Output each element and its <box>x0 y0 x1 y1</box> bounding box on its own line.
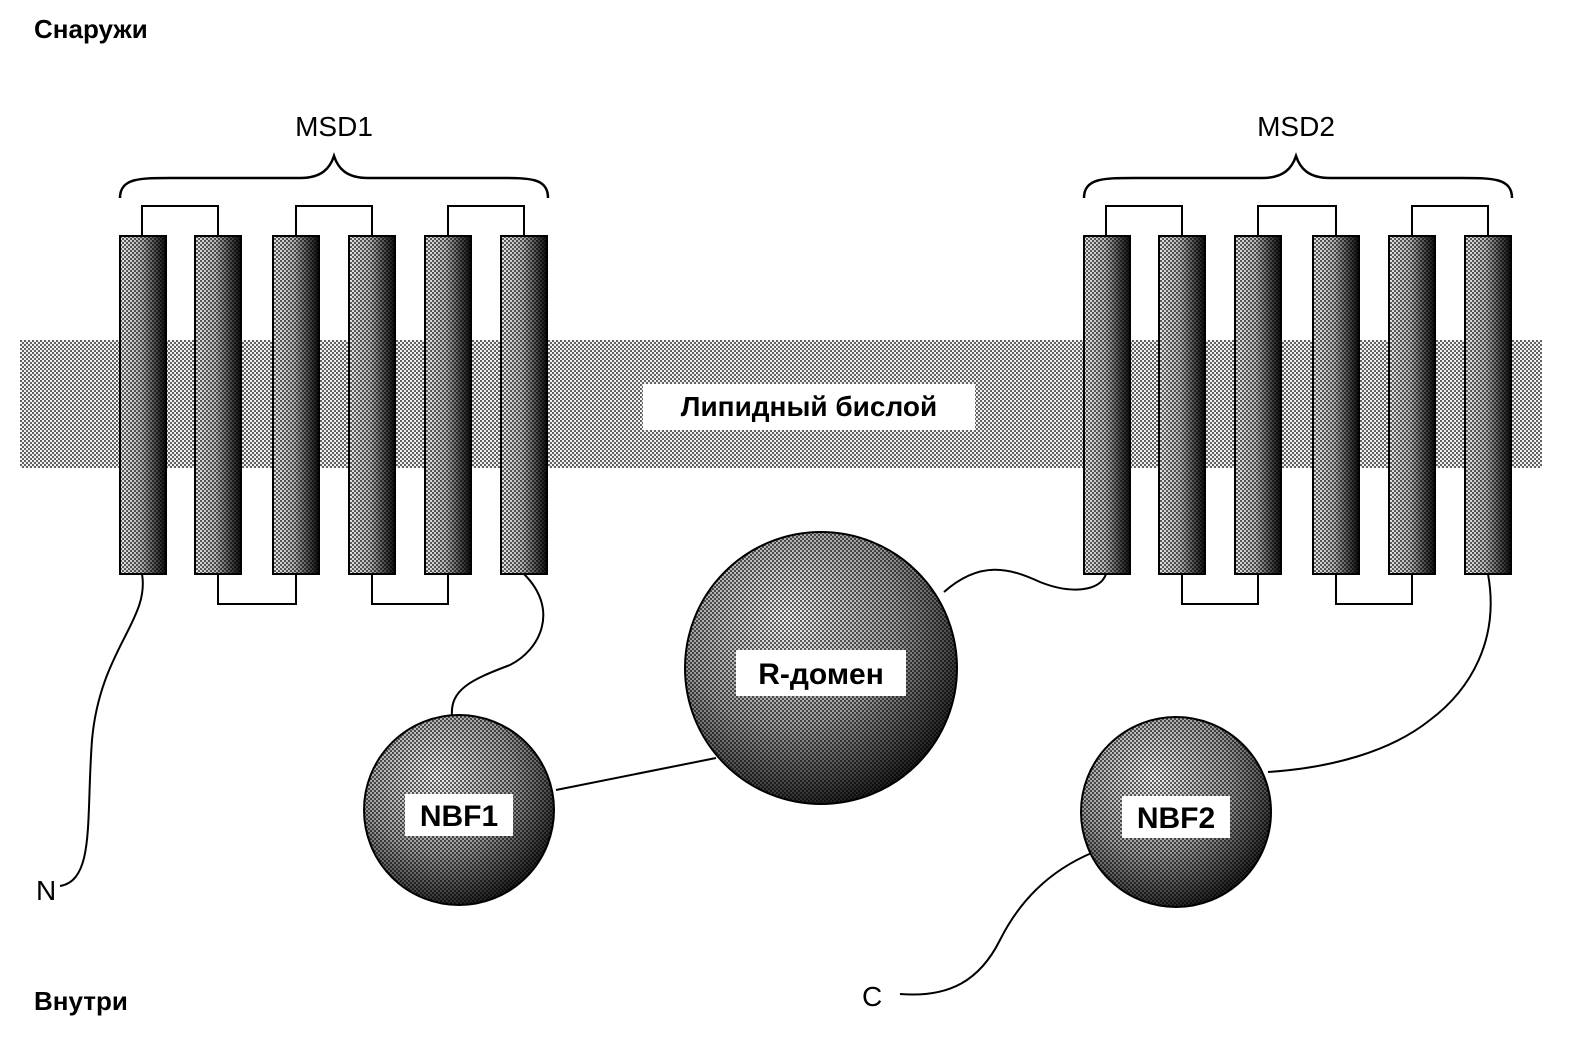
nbf1-to-r-domain-strand <box>555 757 717 791</box>
msd2-brace <box>1082 152 1514 199</box>
inside-label: Внутри <box>34 986 128 1016</box>
n-terminus-strand <box>59 573 144 887</box>
bilayer-label-box <box>643 384 975 430</box>
nbf2-label: NBF2 <box>1137 802 1215 835</box>
helix-9 <box>1234 235 1282 575</box>
msd1-helices <box>119 235 548 575</box>
helix-3 <box>272 235 320 575</box>
r-domain-to-msd2-strand <box>943 568 1107 593</box>
helix-2 <box>194 235 242 575</box>
msd2-inner-loops <box>1181 572 1413 605</box>
nbf2-sphere: NBF2 <box>1080 716 1272 908</box>
msd2-outer-loops <box>1105 205 1489 236</box>
msd1-brace <box>118 152 550 199</box>
nbf1-label: NBF1 <box>420 800 498 833</box>
msd2-label: MSD2 <box>1257 111 1335 142</box>
bilayer-label: Липидный бислой <box>681 391 937 422</box>
c-terminus-label: C <box>862 981 882 1012</box>
helix-1 <box>119 235 167 575</box>
r-domain-sphere: R-домен <box>684 531 958 805</box>
msd1-label: MSD1 <box>295 111 373 142</box>
msd1-outer-loops <box>141 205 525 236</box>
msd1-inner-loops <box>217 572 449 605</box>
helix-4 <box>348 235 396 575</box>
helix-7 <box>1083 235 1131 575</box>
helix-11 <box>1388 235 1436 575</box>
helix-5 <box>424 235 472 575</box>
outside-label: Снаружи <box>34 14 148 44</box>
msd1-to-nbf1-strand <box>450 573 545 717</box>
helix-6 <box>500 235 548 575</box>
r-domain-label: R-домен <box>758 658 884 691</box>
helix-12 <box>1464 235 1512 575</box>
msd2-helices <box>1083 235 1512 575</box>
helix-8 <box>1158 235 1206 575</box>
c-terminus-strand <box>899 851 1095 996</box>
n-terminus-label: N <box>36 875 56 906</box>
helix-10 <box>1312 235 1360 575</box>
nbf1-sphere: NBF1 <box>363 714 555 906</box>
connector-strands <box>59 568 1492 996</box>
msd2-to-nbf2-strand <box>1267 573 1492 773</box>
